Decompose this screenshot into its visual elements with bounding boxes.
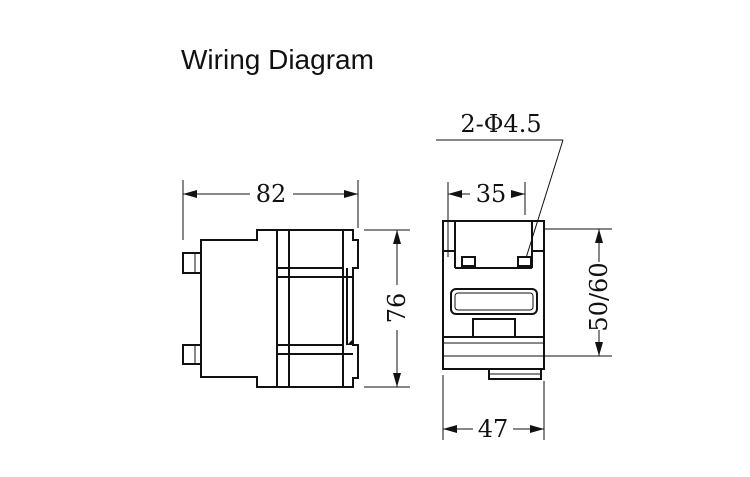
front-window-outer <box>450 288 538 315</box>
front-view: 2-Φ4.5 35 50/60 47 <box>436 110 613 443</box>
front-view-outline <box>442 220 545 370</box>
arrow-down <box>393 373 401 387</box>
front-window-inner <box>454 292 534 311</box>
rail-label: 50/60 <box>585 262 613 331</box>
side-width-label: 82 <box>256 180 287 208</box>
side-view-left-terminal-bottom <box>182 344 201 365</box>
hole-spec-label: 2-Φ4.5 <box>460 110 541 138</box>
side-height-label: 76 <box>383 293 411 324</box>
arrow-up <box>393 230 401 244</box>
side-view-left-terminal-top <box>182 252 201 274</box>
side-view-outline <box>200 229 359 388</box>
front-width-label: 47 <box>478 415 509 443</box>
side-view-notch <box>347 339 353 345</box>
front-view-shoulder <box>531 221 544 252</box>
arrow-left <box>183 190 197 198</box>
hole-callout-leader <box>525 139 564 259</box>
arrow-down <box>595 342 603 356</box>
page-title: Wiring Diagram <box>181 44 374 75</box>
arrow-up <box>595 229 603 243</box>
arrow-right <box>511 190 525 198</box>
side-view: 82 76 <box>182 180 411 388</box>
front-view-shoulder <box>443 221 456 252</box>
arrow-right <box>530 425 544 433</box>
arrow-left <box>443 425 457 433</box>
front-lower-block <box>472 318 516 338</box>
mounting-hole-right <box>517 256 532 267</box>
arrow-right <box>344 190 358 198</box>
mounting-hole-left <box>461 256 476 267</box>
hole-spacing-label: 35 <box>476 180 507 208</box>
arrow-left <box>448 190 462 198</box>
